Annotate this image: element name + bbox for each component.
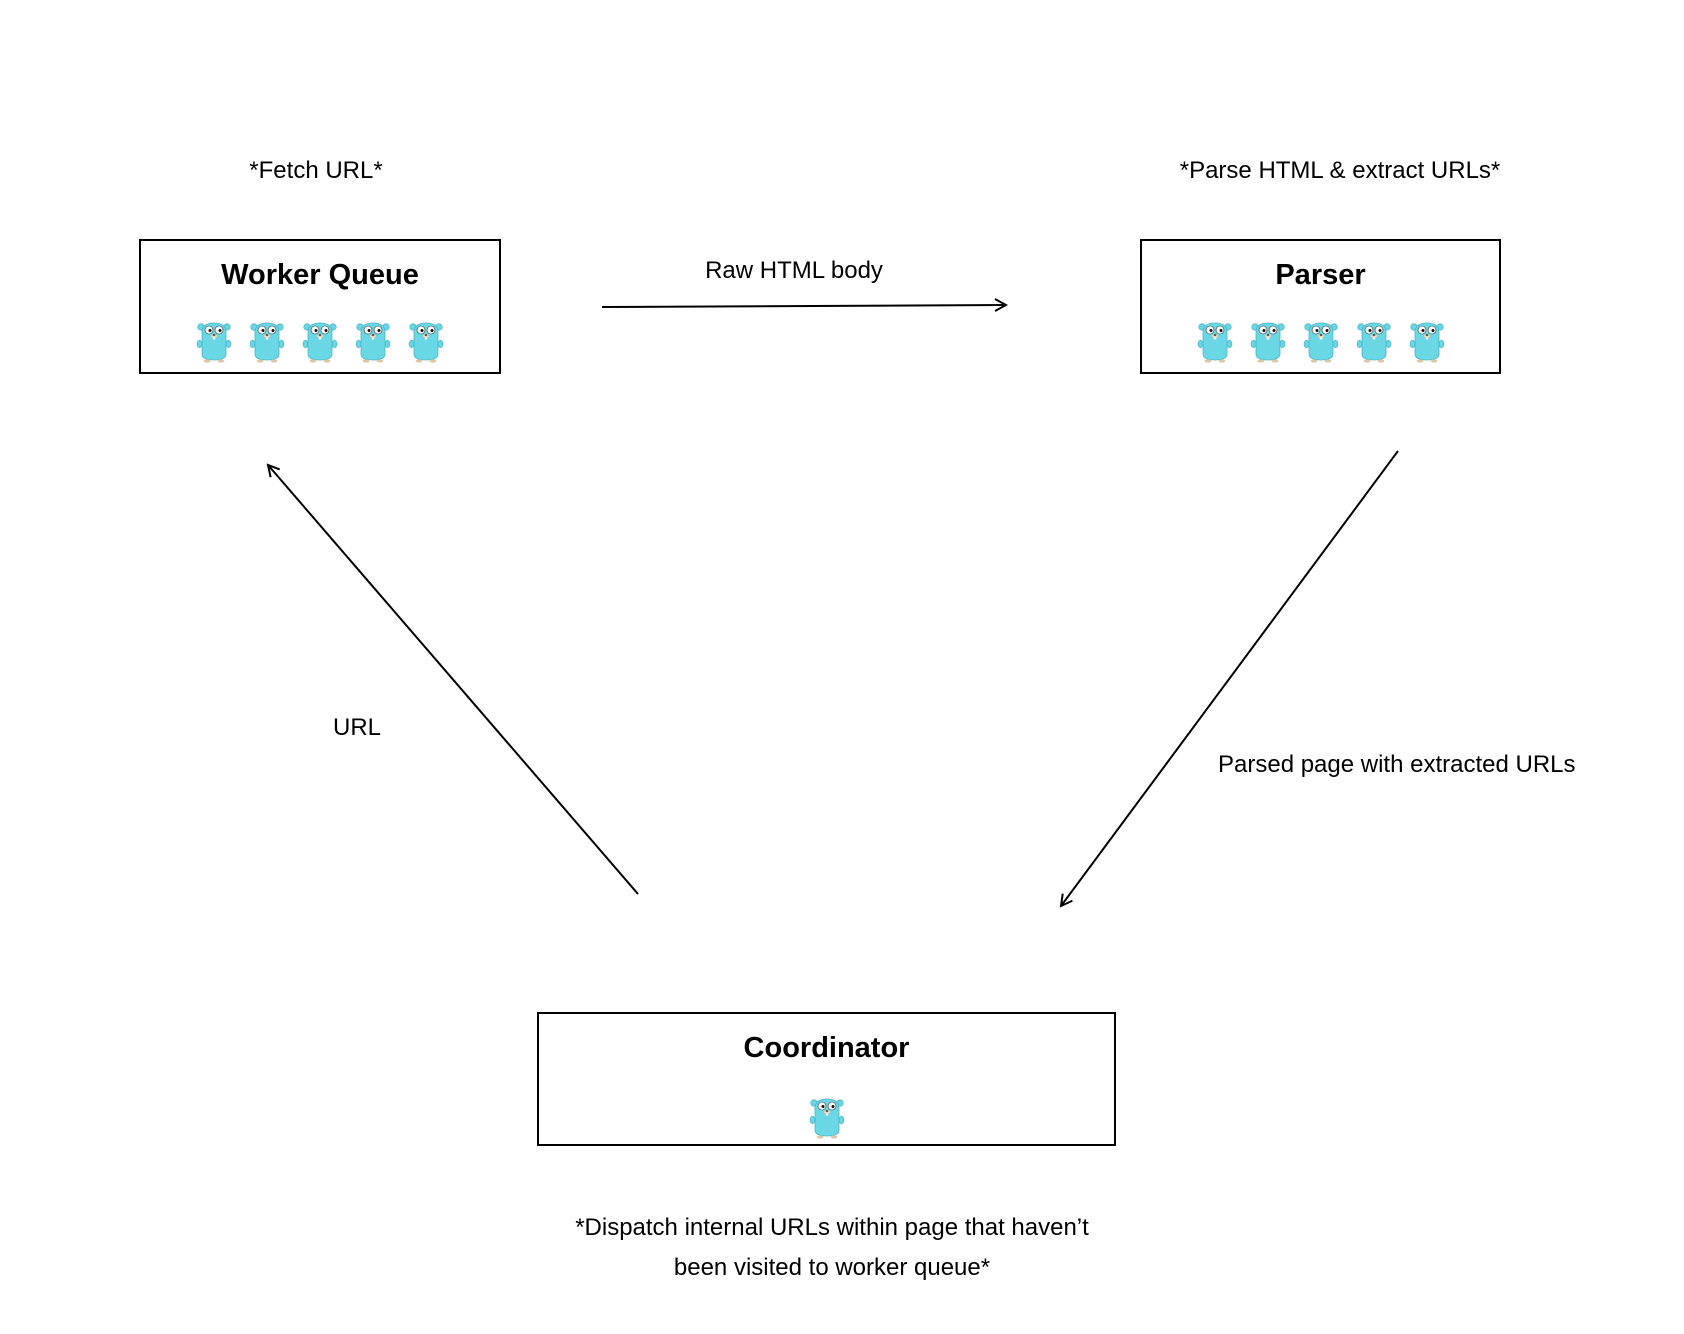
arrow-worker-to-parser xyxy=(601,305,1006,307)
gopher-icon xyxy=(1197,322,1232,363)
edge-label-url: URL xyxy=(333,714,382,741)
gopher-icon xyxy=(355,322,391,363)
coordinator-note-line-2: been visited to worker queue* xyxy=(673,1254,991,1281)
gopher-icon xyxy=(1303,322,1338,363)
coordinator-note: *Dispatch internal URLs within page that… xyxy=(532,1208,1132,1288)
parser-note: *Parse HTML & extract URLs* xyxy=(1179,157,1501,184)
gopher-icon xyxy=(809,1098,844,1139)
worker-queue-title: Worker Queue xyxy=(221,259,419,291)
worker-queue-note: *Fetch URL* xyxy=(249,157,383,184)
arrow-parser-to-coordinator xyxy=(1061,450,1399,906)
worker-queue-box: Worker Queue xyxy=(139,239,501,374)
edge-label-raw-html-body: Raw HTML body xyxy=(705,257,883,284)
gopher-icon xyxy=(1356,322,1391,363)
parser-gophers xyxy=(1142,320,1499,364)
parser-box: Parser xyxy=(1140,239,1501,374)
gopher-icon xyxy=(1409,322,1444,363)
gopher-icon xyxy=(1250,322,1285,363)
gopher-icon xyxy=(196,322,232,363)
worker-queue-gophers xyxy=(141,320,499,364)
coordinator-note-line-1: *Dispatch internal URLs within page that… xyxy=(575,1214,1089,1241)
coordinator-title: Coordinator xyxy=(743,1032,910,1064)
gopher-icon xyxy=(249,322,285,363)
parser-title: Parser xyxy=(1275,259,1366,291)
edge-label-parsed-page: Parsed page with extracted URLs xyxy=(1218,751,1576,778)
gopher-icon xyxy=(302,322,338,363)
coordinator-box: Coordinator xyxy=(537,1012,1116,1146)
gopher-icon xyxy=(408,322,444,363)
arrow-coordinator-to-worker xyxy=(268,465,639,895)
coordinator-gophers xyxy=(539,1096,1114,1140)
